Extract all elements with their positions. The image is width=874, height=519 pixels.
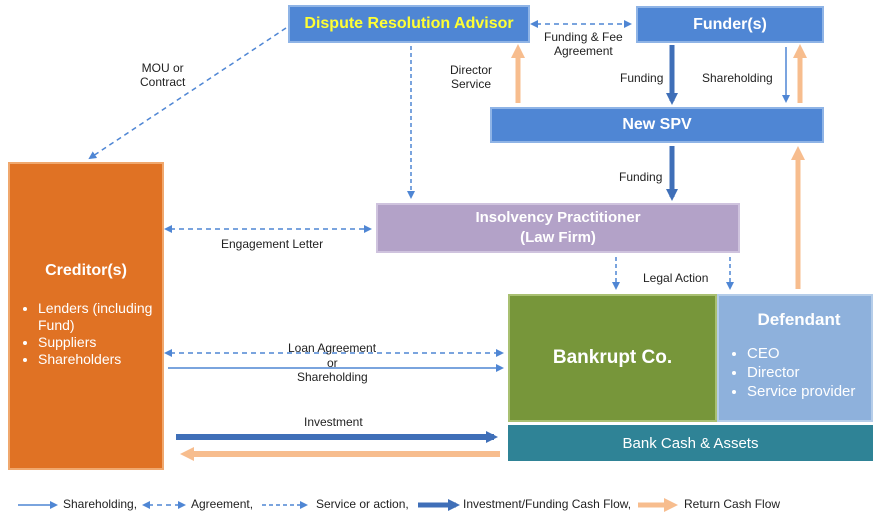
insolvency-practitioner-box: Insolvency Practitioner (Law Firm) [376,203,740,253]
legend-return: Return Cash Flow [684,497,781,511]
new-spv-box: New SPV [490,107,824,143]
law-firm-label: (Law Firm) [520,229,596,246]
bankrupt-co-box: Bankrupt Co. [508,294,717,422]
funders-label: Funder(s) [693,15,767,33]
mou-label: MOU or [141,61,184,75]
defendant-list: CEO Director Service provider [727,344,855,401]
engagement-letter-label: Engagement Letter [221,237,324,251]
funders-box: Funder(s) [636,6,824,43]
contract-label: Contract [140,75,186,89]
or-label: or [327,356,338,370]
director-service-label: Director Service [450,63,492,91]
defendant-title: Defendant [757,310,841,329]
bank-cash-assets-label: Bank Cash & Assets [622,434,759,452]
funding-fee-agreement-label: Funding & Fee Agreement [544,30,623,58]
investment-label: Investment [304,415,363,429]
loan-agreement-label: Loan Agreement [288,341,377,355]
insolvency-practitioner-label: Insolvency Practitioner [475,209,641,226]
creditors-box: Creditor(s) Lenders (including Fund) Sup… [8,162,164,470]
creditors-item-lenders: Lenders (including Fund) [38,300,156,334]
creditors-list: Lenders (including Fund) Suppliers Share… [16,300,156,368]
agreement-label: Agreement [554,44,613,58]
mou-contract-label: MOU or Contract [140,61,185,89]
defendant-item-ceo: CEO [747,344,855,363]
funding-top-label: Funding [620,71,664,85]
creditors-title: Creditor(s) [45,262,127,279]
funding-mid-label: Funding [619,170,663,184]
defendant-box: Defendant CEO Director Service provider [717,294,873,422]
dispute-resolution-advisor-box: Dispute Resolution Advisor [288,5,530,43]
bankrupt-co-label: Bankrupt Co. [552,347,673,368]
legend-agreement: Agreement, [191,497,254,511]
creditors-item-suppliers: Suppliers [38,334,156,351]
funding-fee-label: Funding & Fee [544,30,623,44]
service-label: Service [451,77,492,91]
new-spv-label: New SPV [622,116,692,133]
director-label: Director [450,63,493,77]
legend-shareholding: Shareholding, [63,497,138,511]
shareholding-top-label: Shareholding [702,71,773,85]
defendant-item-director: Director [747,363,855,382]
shareholding-mid-label: Shareholding [297,370,368,384]
legend-investment: Investment/Funding Cash Flow, [463,497,632,511]
defendant-item-service-provider: Service provider [747,382,855,401]
dispute-resolution-advisor-label: Dispute Resolution Advisor [304,15,514,32]
bank-cash-assets-box: Bank Cash & Assets [508,425,873,461]
legend-service: Service or action, [316,497,409,511]
legal-action-label: Legal Action [643,271,709,285]
creditors-item-shareholders: Shareholders [38,351,156,368]
mou-arrow [88,27,287,160]
